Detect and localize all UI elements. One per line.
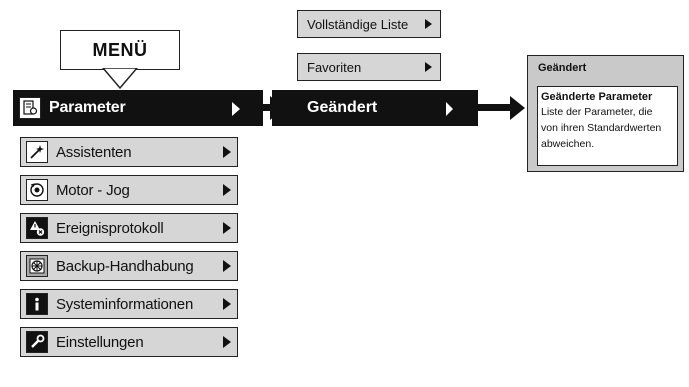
menu-item-label: Ereignisprotokoll <box>56 219 164 237</box>
backup-fan-icon <box>26 255 48 277</box>
chevron-right-icon <box>223 260 231 272</box>
menu-pointer-arrow <box>102 68 138 90</box>
menu-item-assistenten[interactable]: Assistenten <box>20 137 238 167</box>
info-panel-line: Liste der Parameter, die <box>541 106 653 118</box>
menu-item-motor-jog[interactable]: Motor - Jog <box>20 175 238 205</box>
chevron-right-icon <box>425 19 432 29</box>
info-panel-line: abweichen. <box>541 138 595 150</box>
menu-item-label: Einstellungen <box>56 333 144 351</box>
chevron-right-icon <box>223 222 231 234</box>
wrench-icon <box>26 331 48 353</box>
menu-item-einstellungen[interactable]: Einstellungen <box>20 327 238 357</box>
chevron-right-icon <box>446 102 453 116</box>
connector-arrow-submenu-to-info <box>476 96 525 120</box>
info-panel-title: Geänderte Parameter <box>541 91 653 103</box>
menu-item-ereignisprotokoll[interactable]: Ereignisprotokoll <box>20 213 238 243</box>
event-log-warning-icon <box>26 217 48 239</box>
info-icon <box>26 293 48 315</box>
submenu-item-label: Favoriten <box>307 59 362 75</box>
menu-item-label: Parameter <box>49 99 126 116</box>
info-panel: Geändert Geänderte Parameter Liste der P… <box>527 55 684 172</box>
submenu-item-geaendert[interactable]: Geändert <box>272 90 478 126</box>
menu-item-systeminformationen[interactable]: Systeminformationen <box>20 289 238 319</box>
menu-item-label: Assistenten <box>56 143 132 161</box>
menu-item-parameter[interactable]: Parameter <box>13 90 263 126</box>
submenu-item-vollstaendige-liste[interactable]: Vollständige Liste <box>297 10 441 38</box>
chevron-right-icon <box>223 298 231 310</box>
info-panel-header: Geändert <box>538 62 587 74</box>
info-panel-body: Geänderte Parameter Liste der Parameter,… <box>537 86 678 166</box>
chevron-right-icon <box>223 184 231 196</box>
chevron-right-icon <box>223 146 231 158</box>
menu-title: MENÜ <box>60 30 180 70</box>
menu-item-label: Motor - Jog <box>56 181 130 199</box>
info-panel-line: von ihren Standardwerten <box>541 122 662 134</box>
submenu-item-label: Geändert <box>307 99 378 116</box>
submenu-item-label: Vollständige Liste <box>307 16 409 32</box>
chevron-right-icon <box>223 336 231 348</box>
wizard-wand-icon <box>26 141 48 163</box>
submenu-item-favoriten[interactable]: Favoriten <box>297 53 441 81</box>
menu-item-label: Backup-Handhabung <box>56 257 194 275</box>
menu-item-label: Systeminformationen <box>56 295 194 313</box>
motor-jog-icon <box>26 179 48 201</box>
menu-item-backup-handhabung[interactable]: Backup-Handhabung <box>20 251 238 281</box>
chevron-right-icon <box>232 102 240 116</box>
chevron-right-icon <box>425 62 432 72</box>
parameter-icon <box>19 97 41 119</box>
